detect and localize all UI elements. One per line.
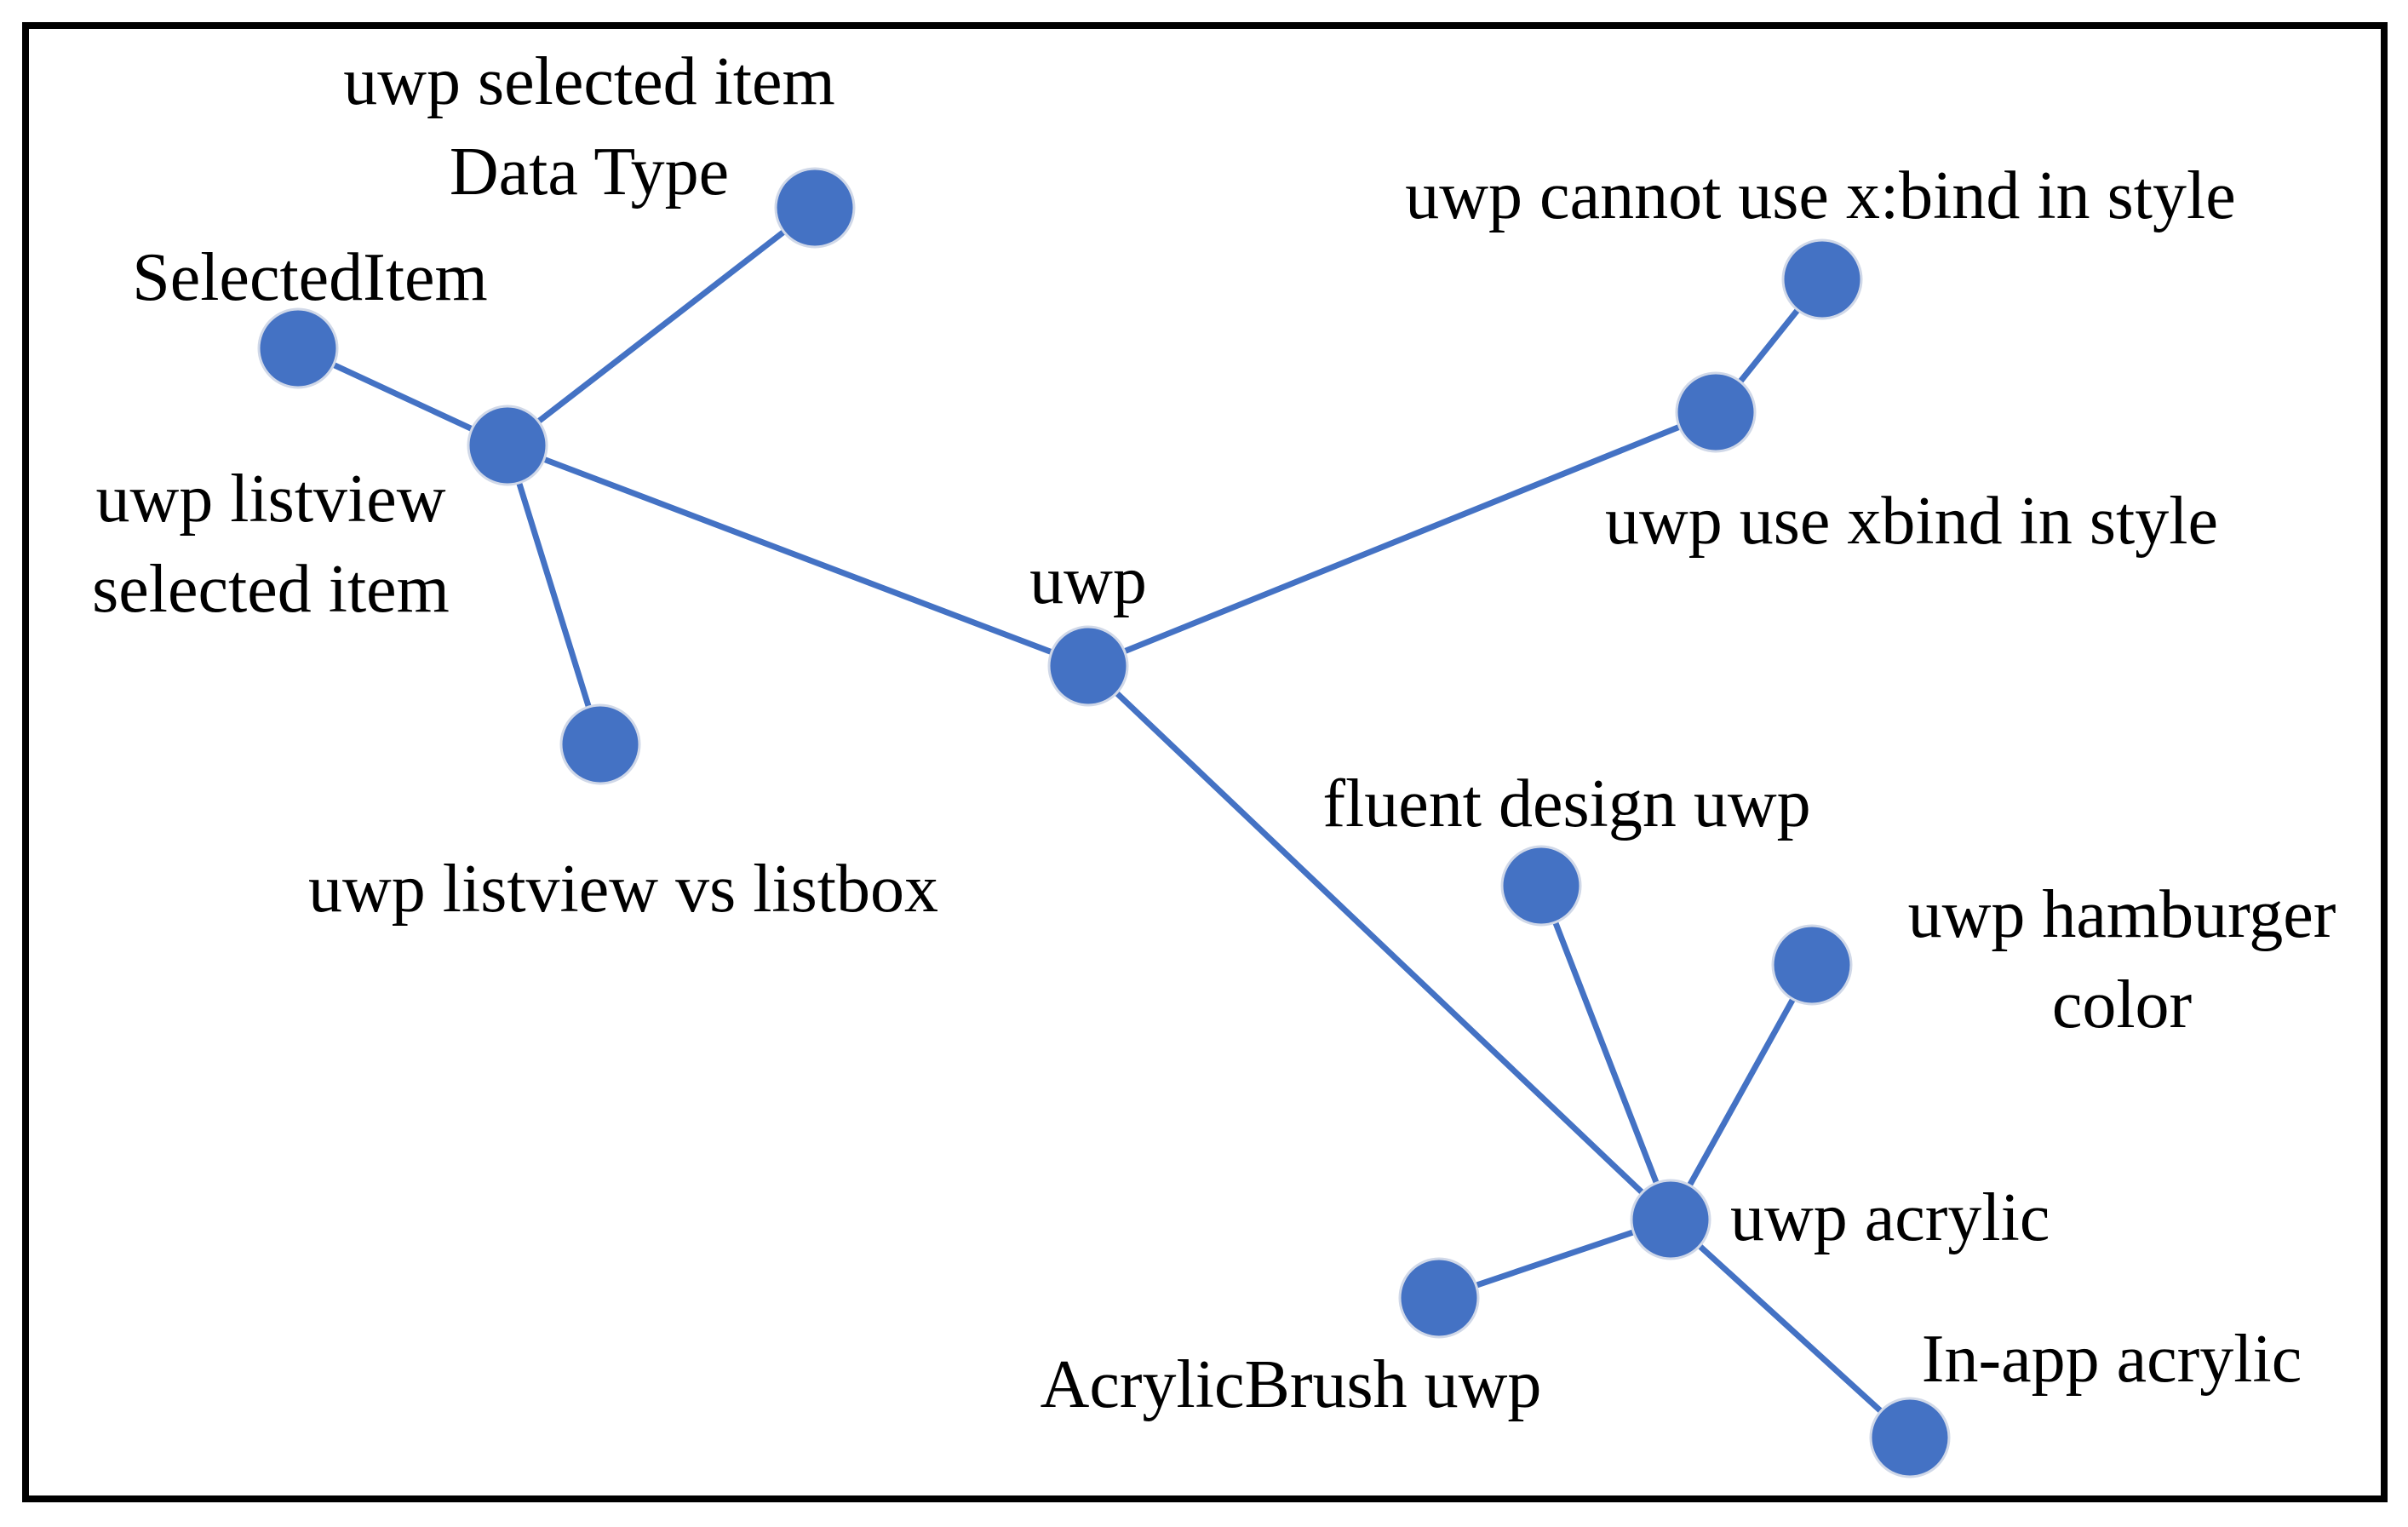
node-label-line: uwp listview vs listbox bbox=[308, 852, 938, 927]
node-label-line: In-app acrylic bbox=[1922, 1322, 2302, 1397]
labels-layer: uwp uwp listview selected item uwp selected… bbox=[92, 44, 2336, 1422]
node-label-listview_selected: uwp listview selected item bbox=[92, 462, 450, 627]
node-label-line: AcrylicBrush uwp bbox=[1041, 1347, 1542, 1422]
node-acrylicbrush bbox=[1398, 1257, 1480, 1339]
node-label-line: uwp bbox=[1029, 543, 1147, 618]
node-label-acrylic: uwp acrylic bbox=[1730, 1180, 2050, 1255]
node-label-line: uwp cannot use x:bind in style bbox=[1405, 158, 2235, 233]
diagram-border bbox=[22, 22, 2388, 1502]
edge-acrylic-hamburger bbox=[1667, 962, 1815, 1223]
edge-listview_selected-selected_datatype bbox=[504, 204, 818, 449]
edge-listview_selected-listview_vs_listbox bbox=[504, 442, 604, 748]
node-selecteditem bbox=[257, 307, 339, 389]
node-label-line: SelectedItem bbox=[132, 240, 488, 315]
node-hamburger bbox=[1771, 924, 1853, 1006]
node-label-line: Data Type bbox=[450, 135, 729, 210]
node-label-listview_vs_listbox: uwp listview vs listbox bbox=[308, 852, 938, 927]
node-inapp bbox=[1869, 1397, 1951, 1478]
node-fluent bbox=[1500, 845, 1582, 927]
node-use_xbind bbox=[1675, 371, 1757, 453]
node-label-uwp: uwp bbox=[1029, 543, 1147, 618]
node-selected_datatype bbox=[774, 167, 856, 249]
node-label-inapp: In-app acrylic bbox=[1922, 1322, 2302, 1397]
node-listview_vs_listbox bbox=[559, 703, 641, 785]
node-listview_selected bbox=[467, 405, 548, 486]
node-label-acrylicbrush: AcrylicBrush uwp bbox=[1041, 1347, 1542, 1422]
edge-acrylic-fluent bbox=[1538, 882, 1674, 1223]
nodes-layer bbox=[257, 167, 1951, 1478]
node-cannot_xbind bbox=[1781, 238, 1863, 320]
node-label-use_xbind: uwp use xbind in style bbox=[1605, 484, 2218, 559]
node-label-hamburger: uwp hamburger color bbox=[1908, 877, 2336, 1042]
edge-uwp-acrylic bbox=[1085, 663, 1674, 1223]
node-label-line: uwp listview bbox=[95, 462, 445, 537]
node-label-line: fluent design uwp bbox=[1322, 766, 1810, 841]
edge-uwp-use_xbind bbox=[1085, 409, 1719, 669]
node-label-line: uwp use xbind in style bbox=[1605, 484, 2218, 559]
node-label-line: color bbox=[2052, 967, 2192, 1042]
node-label-line: uwp selected item bbox=[343, 44, 835, 119]
edge-uwp-listview_selected bbox=[504, 442, 1092, 669]
node-acrylic bbox=[1630, 1179, 1711, 1260]
node-label-cannot_xbind: uwp cannot use x:bind in style bbox=[1405, 158, 2235, 233]
node-label-selecteditem: SelectedItem bbox=[132, 240, 488, 315]
node-label-line: uwp acrylic bbox=[1730, 1180, 2050, 1255]
edge-acrylic-inapp bbox=[1667, 1216, 1913, 1441]
edge-acrylic-acrylicbrush bbox=[1436, 1216, 1674, 1301]
node-uwp bbox=[1047, 625, 1129, 707]
node-label-line: selected item bbox=[92, 552, 450, 627]
node-label-fluent: fluent design uwp bbox=[1322, 766, 1810, 841]
node-label-line: uwp hamburger bbox=[1908, 877, 2336, 952]
